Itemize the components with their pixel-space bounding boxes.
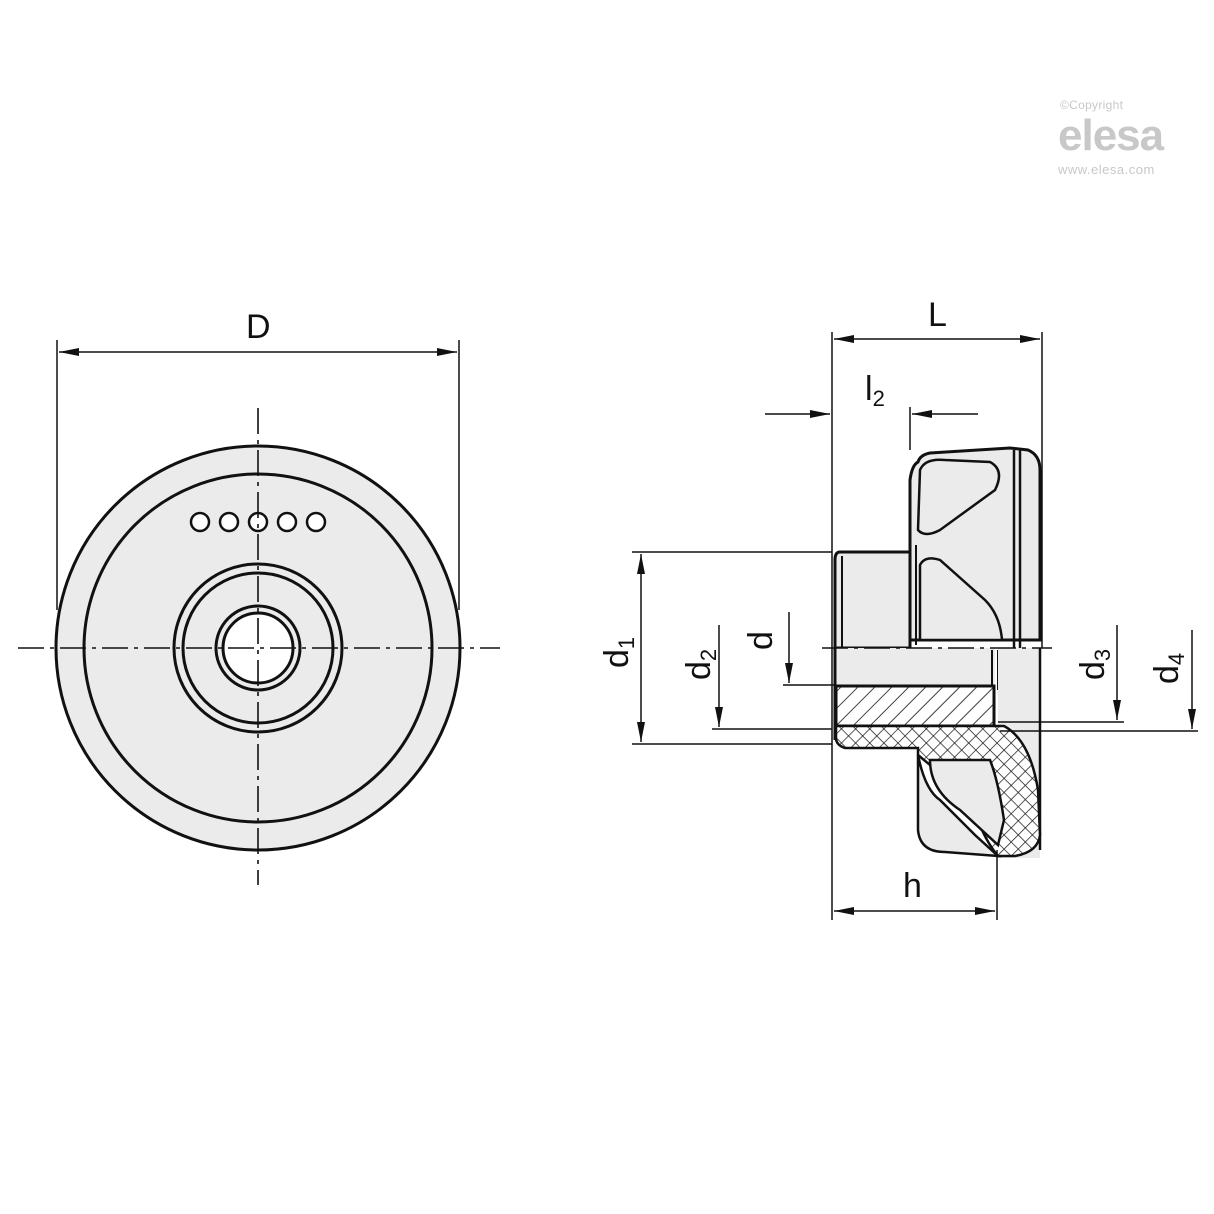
marking-dots (189, 511, 327, 533)
elesa-watermark: ©Copyright elesa www.elesa.com (1058, 98, 1208, 177)
label-d2: d2 (680, 649, 721, 680)
metal-insert-section (834, 684, 996, 728)
hub-upper (833, 550, 912, 650)
label-D: D (246, 308, 271, 346)
label-L: L (928, 296, 947, 334)
label-h: h (903, 867, 922, 905)
label-d3: d3 (1074, 649, 1115, 680)
copyright-text: ©Copyright (1060, 98, 1124, 112)
website-url: www.elesa.com (1058, 162, 1155, 177)
label-d1: d1 (598, 637, 639, 668)
front-view: D (18, 308, 500, 885)
label-d: d (742, 631, 780, 650)
brand-logo: elesa (1058, 111, 1164, 160)
side-view: L l2 d1 (598, 296, 1198, 920)
label-d4: d4 (1148, 653, 1189, 684)
label-l2: l2 (865, 370, 885, 411)
